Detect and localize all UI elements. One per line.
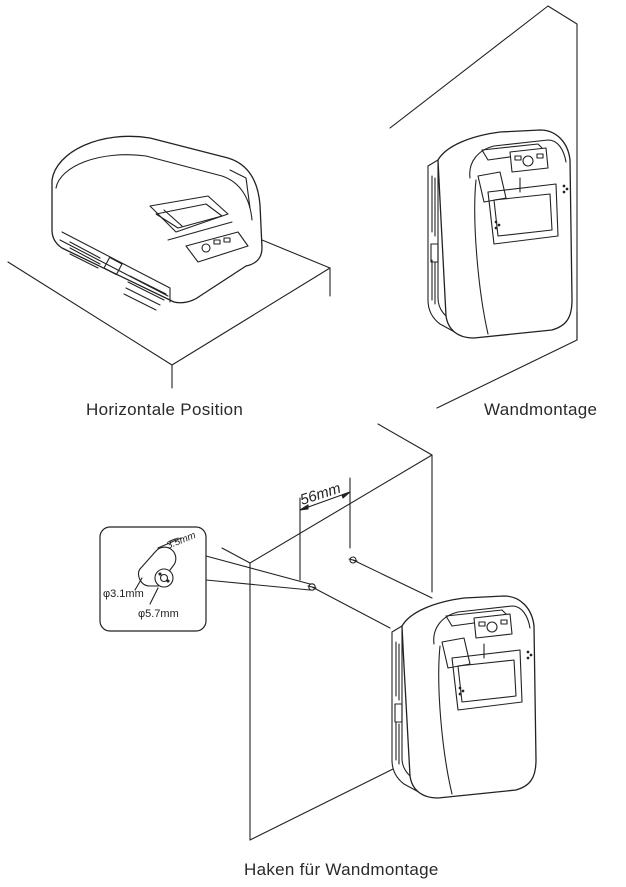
dimension-spacing-label: 56mm — [298, 480, 343, 509]
wall-panel — [389, 5, 578, 409]
printer-wall-top — [427, 129, 573, 339]
dimension-56mm — [299, 477, 351, 581]
hook-wall-panel — [221, 423, 433, 841]
horizontal-position-figure — [7, 135, 331, 389]
wall-mount-figure — [389, 5, 578, 409]
caption-horizontal-position: Horizontale Position — [86, 400, 244, 419]
hook-outer-diameter-label: φ5.7mm — [138, 608, 179, 620]
hook-detail-callout — [99, 526, 207, 632]
caption-hook-wall-mount: Haken für Wandmontage — [244, 860, 439, 879]
hook-inner-diameter-label: φ3.1mm — [103, 588, 144, 600]
hook-mount-figure: 56mm — [99, 423, 537, 841]
caption-wall-mount: Wandmontage — [484, 400, 598, 419]
printer-horizontal — [51, 135, 263, 311]
printer-wall-bottom — [391, 595, 537, 799]
